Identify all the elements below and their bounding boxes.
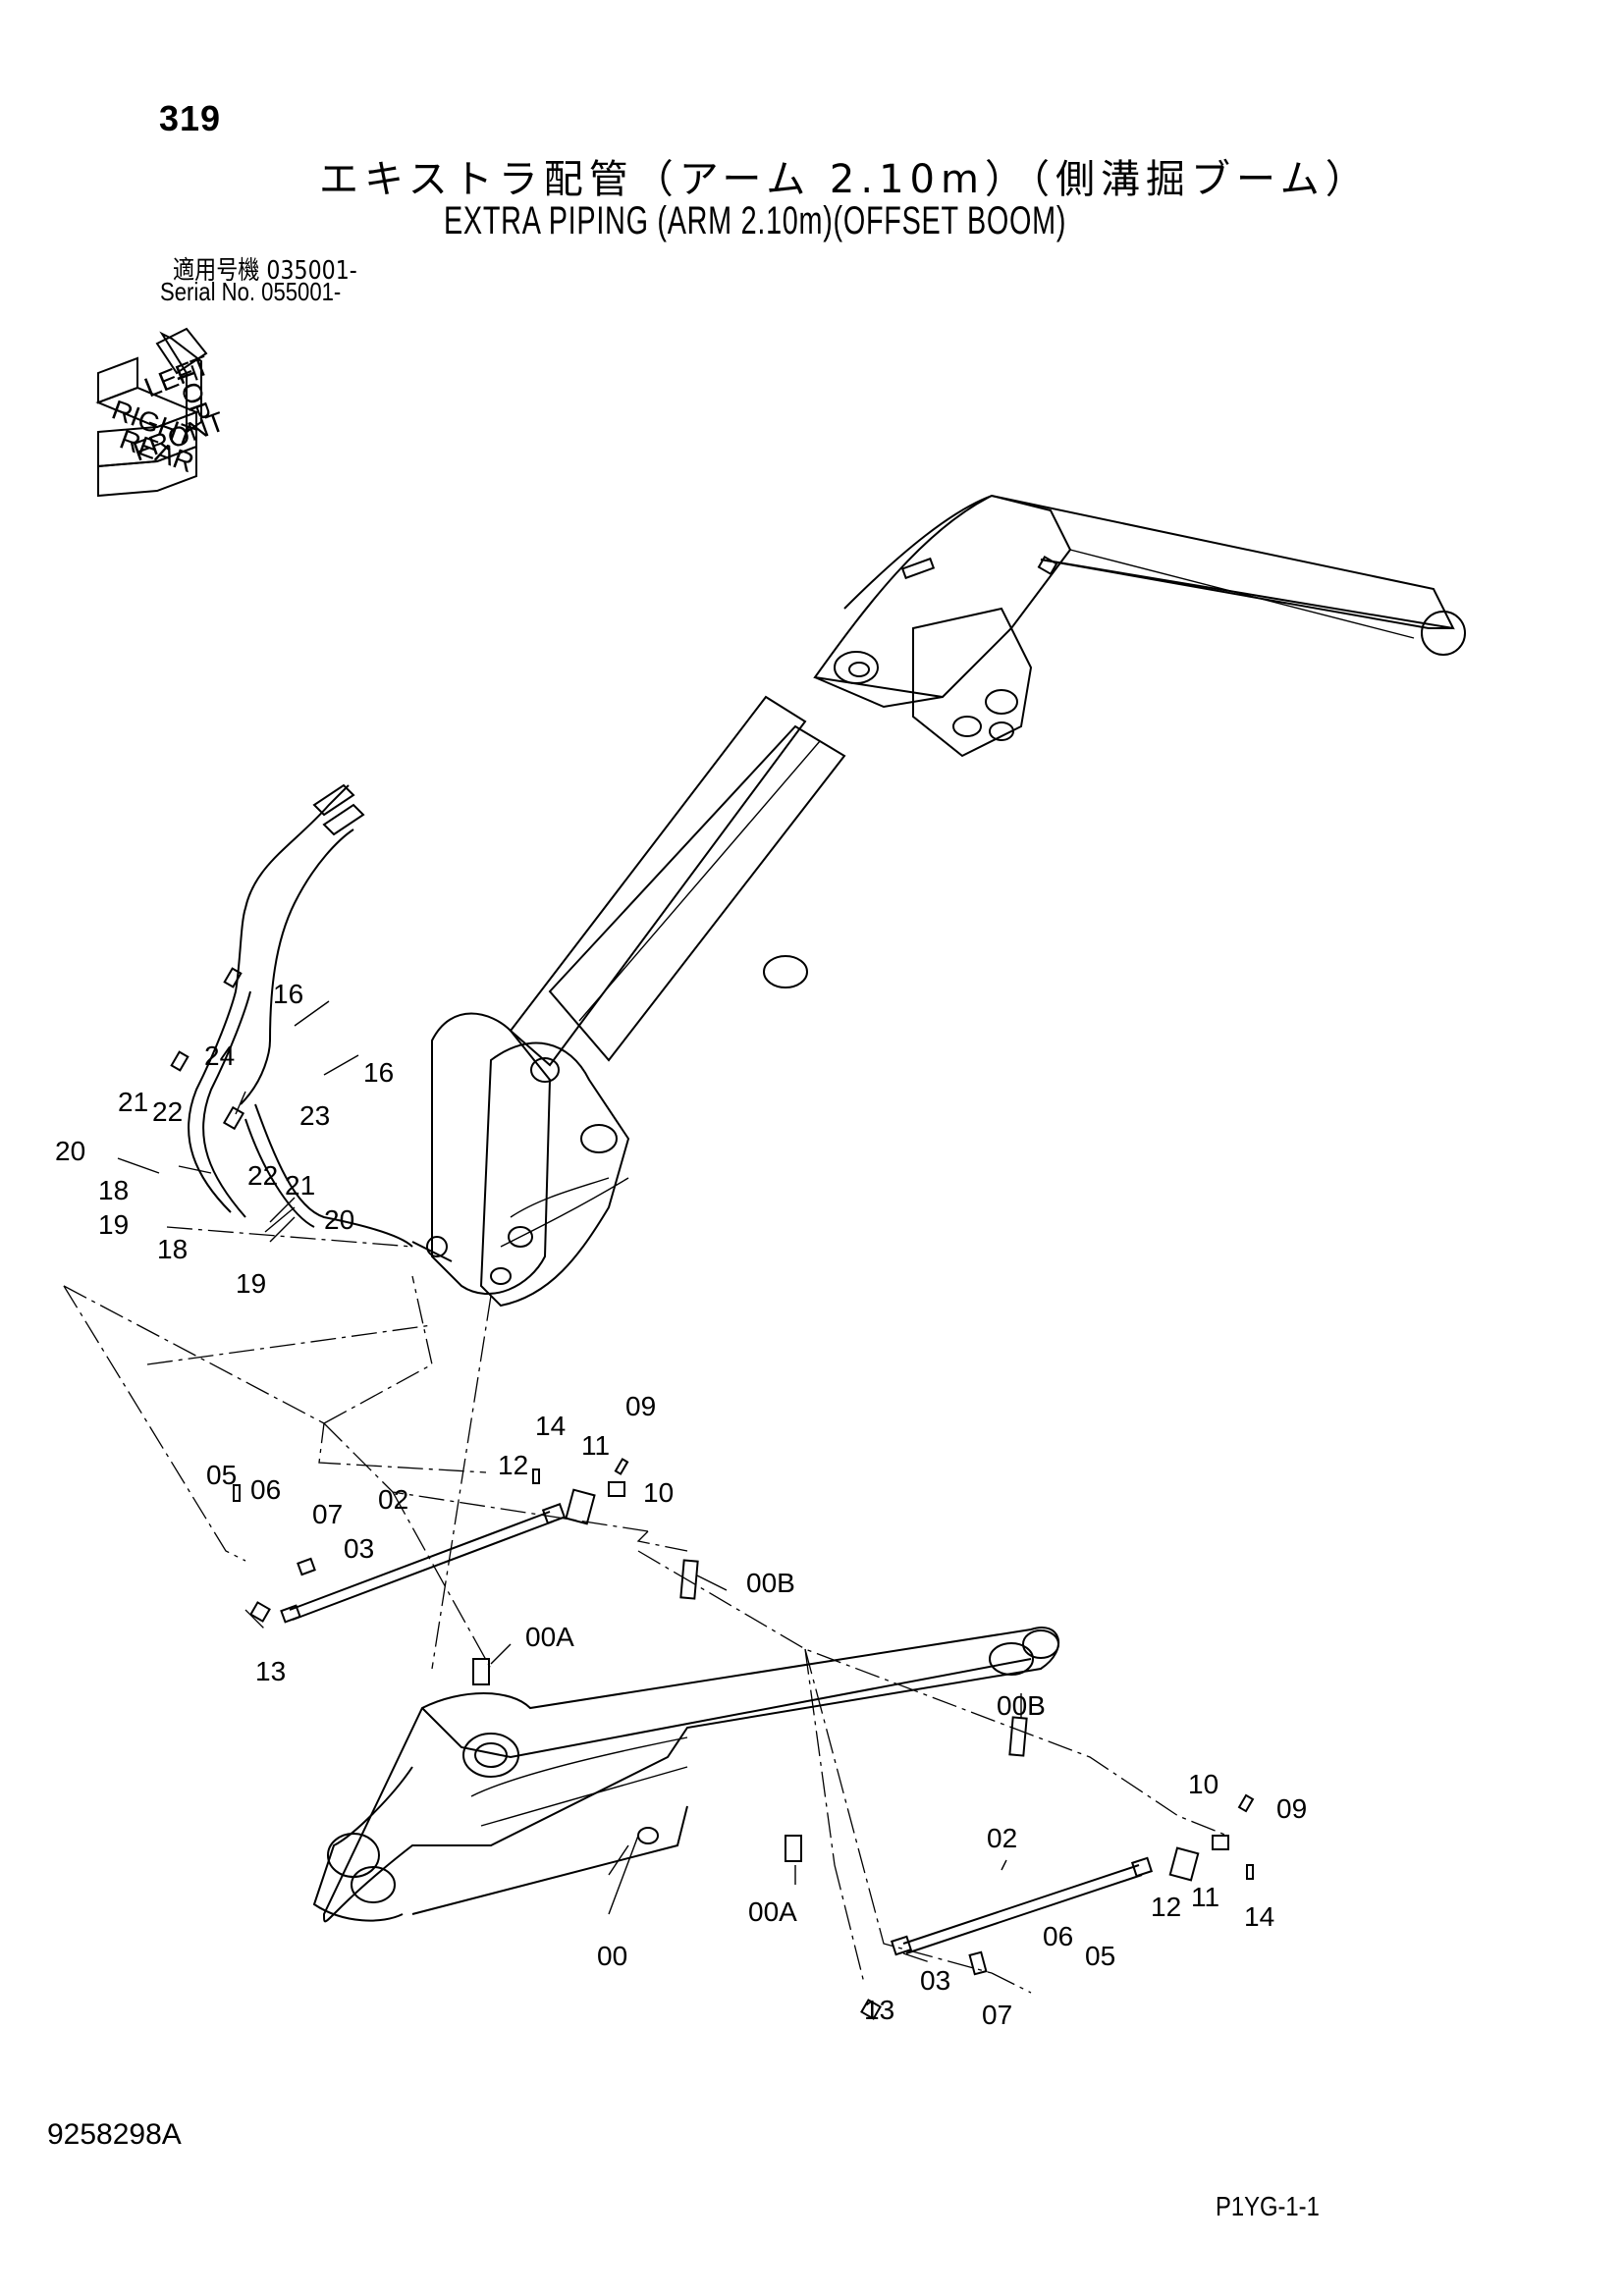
serial-number: Serial No. 055001- bbox=[160, 277, 342, 306]
callout-19-left: 19 bbox=[98, 1209, 129, 1240]
callout-22-left: 22 bbox=[152, 1096, 183, 1127]
callout-10-upper: 10 bbox=[643, 1477, 674, 1508]
drawing-number: 9258298A bbox=[47, 2118, 182, 2151]
callout-16-right: 16 bbox=[363, 1057, 394, 1088]
lower-pipe-set bbox=[785, 1716, 1255, 2020]
arm-assembly bbox=[426, 494, 1466, 1308]
callout-22-right: 22 bbox=[247, 1160, 278, 1191]
page-number: 319 bbox=[159, 98, 222, 138]
callout-00: 00 bbox=[597, 1941, 627, 1971]
callout-09-upper: 09 bbox=[625, 1391, 656, 1421]
callout-20-left: 20 bbox=[55, 1136, 85, 1166]
callout-00A-lower: 00A bbox=[748, 1896, 797, 1927]
callout-14-upper: 14 bbox=[535, 1411, 566, 1441]
callout-11-upper: 11 bbox=[581, 1430, 610, 1461]
callout-13-upper: 13 bbox=[255, 1656, 286, 1686]
callout-20-right: 20 bbox=[324, 1204, 354, 1235]
upper-pipe-set bbox=[233, 1458, 699, 1685]
callout-06-lower: 06 bbox=[1043, 1921, 1073, 1951]
orientation-icon: LEFT RIGHT TOP FRONT REAR bbox=[95, 327, 229, 498]
callout-19-right: 19 bbox=[236, 1268, 266, 1299]
callout-21-left: 21 bbox=[118, 1087, 148, 1117]
title-japanese: エキストラ配管（アーム 2.10m）（側溝掘ブーム） bbox=[319, 157, 1371, 202]
callout-09-lower: 09 bbox=[1276, 1793, 1307, 1824]
callout-11-lower: 11 bbox=[1191, 1882, 1219, 1912]
callout-00A-upper: 00A bbox=[525, 1622, 574, 1652]
hose-assembly bbox=[170, 783, 453, 1262]
callout-12-lower: 12 bbox=[1151, 1892, 1181, 1922]
callout-00B-upper: 00B bbox=[746, 1568, 795, 1598]
callout-21-right: 21 bbox=[285, 1170, 315, 1201]
callout-03-upper: 03 bbox=[344, 1533, 374, 1564]
callout-12-upper: 12 bbox=[498, 1450, 528, 1480]
callout-07-lower: 07 bbox=[982, 2000, 1012, 2030]
callout-23: 23 bbox=[299, 1100, 330, 1131]
callout-10-lower: 10 bbox=[1188, 1769, 1218, 1799]
title-english: EXTRA PIPING (ARM 2.10m)(OFFSET BOOM) bbox=[444, 199, 1067, 242]
callout-leaders bbox=[117, 1000, 1022, 1915]
callout-13-lower: 13 bbox=[864, 1995, 894, 2025]
callout-14-lower: 14 bbox=[1244, 1901, 1274, 1932]
callout-02-upper: 02 bbox=[378, 1484, 408, 1515]
callout-18-right: 18 bbox=[157, 1234, 188, 1264]
callout-05-upper: 05 bbox=[206, 1460, 237, 1490]
callout-06-upper: 06 bbox=[250, 1474, 281, 1505]
callout-labels: 16 16 24 23 21 22 20 18 19 22 21 20 18 1… bbox=[55, 979, 1307, 2030]
leader-lines bbox=[63, 1226, 1228, 1994]
sheet-code: P1YG-1-1 bbox=[1216, 2191, 1320, 2221]
callout-24: 24 bbox=[204, 1041, 235, 1071]
callout-03-lower: 03 bbox=[920, 1965, 950, 1996]
boom-assembly bbox=[312, 1627, 1060, 1923]
callout-18-left: 18 bbox=[98, 1175, 129, 1205]
callout-07-upper: 07 bbox=[312, 1499, 343, 1529]
callout-16-top: 16 bbox=[273, 979, 303, 1009]
callout-00B-lower: 00B bbox=[997, 1690, 1046, 1721]
serial-japanese: 適用号機 035001- bbox=[173, 256, 357, 286]
callout-02-lower: 02 bbox=[987, 1823, 1017, 1853]
callout-05-lower: 05 bbox=[1085, 1941, 1115, 1971]
